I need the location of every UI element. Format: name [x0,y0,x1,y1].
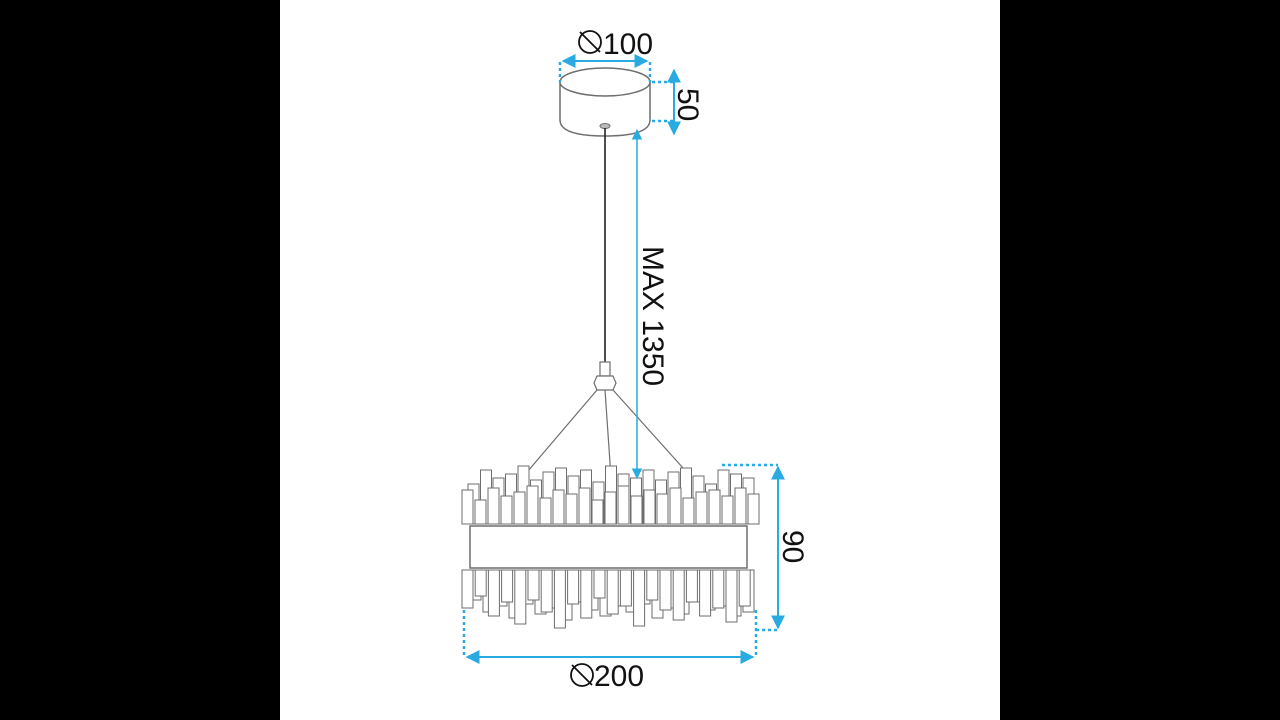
crystal-rod [734,487,747,525]
crystal-rod [669,487,682,525]
dimension-cable-length: MAX 1350 [631,128,669,480]
dimension-canopy-diameter: 100 [558,28,653,82]
crystal-rod [685,569,698,603]
crystal-rod [514,569,527,625]
crystal-rod [578,487,591,525]
crystal-rod [646,569,659,601]
canopy-height-label: 50 [671,88,704,121]
crystal-rod [474,569,487,597]
crystal-rod [461,489,474,525]
crystal-rod [659,569,672,611]
crystal-rod [539,497,552,525]
crystal-rod [501,569,514,603]
crystal-rod [500,495,513,525]
diameter-icon [578,30,602,54]
canopy-diameter-label: 100 [603,28,653,61]
crystal-rod [721,495,734,525]
lamp-body [461,465,760,629]
crystal-rod [474,499,487,525]
crystal-rod [552,489,565,525]
body-height-label: 90 [776,530,809,563]
crystal-rod [461,569,474,609]
crystal-rod [527,569,540,601]
cable-connector [593,361,617,391]
left-black-bar [0,0,280,720]
crystal-rod [617,485,630,525]
crystal-rod [565,493,578,525]
crystal-rod [682,497,695,525]
top-crystal-row [461,465,760,525]
crystal-rod [591,499,604,525]
crystal-rod [695,491,708,525]
crystal-rod [593,569,606,599]
crystal-rod [526,485,539,525]
diameter-icon [570,663,594,687]
crystal-rod [606,569,619,615]
crystal-rod [708,489,721,525]
right-black-bar [1000,0,1280,720]
dimension-body-height: 90 [722,463,809,632]
crystal-rod [604,491,617,525]
dimension-body-diameter: 200 [462,610,758,693]
crystal-rod [487,487,500,525]
crystal-rod [738,569,751,607]
crystal-rod [630,495,643,525]
crystal-rod [553,569,566,629]
crystal-rod [513,491,526,525]
crystal-rod [725,569,738,623]
center-band [469,525,748,569]
bottom-crystal-row [461,569,755,629]
crystal-rod [619,569,632,607]
crystal-rod [699,569,712,617]
crystal-rod [643,489,656,525]
dimension-canopy-height: 50 [652,68,704,136]
crystal-rod [712,569,725,609]
crystal-rod [656,493,669,525]
body-diameter-label: 200 [594,660,644,693]
crystal-rod [540,569,553,613]
crystal-rod [633,569,646,627]
ceiling-canopy [559,67,651,137]
crystal-rod [487,569,500,617]
crystal-rod [747,493,760,525]
crystal-rod [567,569,580,605]
crystal-rod [580,569,593,619]
crystal-rod [672,569,685,621]
cable-length-label: MAX 1350 [636,246,669,386]
